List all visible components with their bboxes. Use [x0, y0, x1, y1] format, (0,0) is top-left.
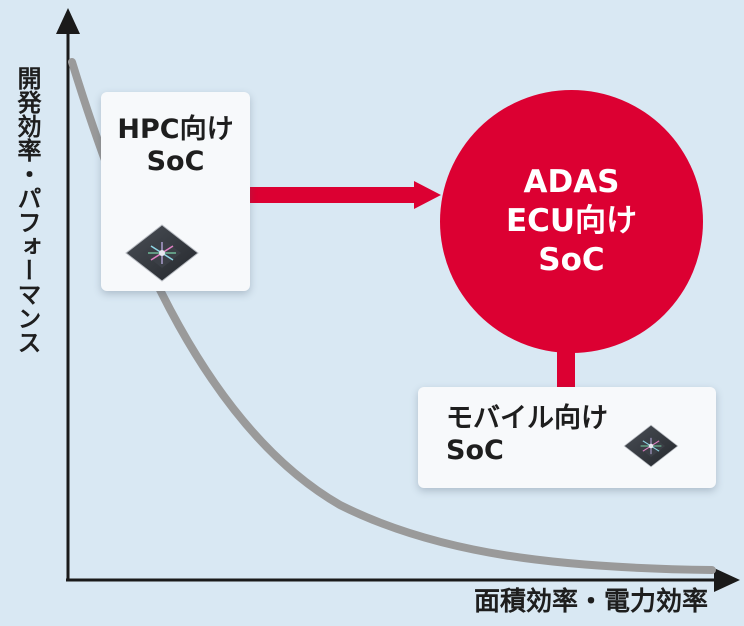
y-axis-label: 開発効率・パフォーマンス: [13, 66, 41, 354]
adas-label-line-3: SoC: [538, 241, 605, 278]
mobile-soc-label-line-1: モバイル向け: [446, 403, 608, 434]
adas-label-line-1: ADAS: [523, 164, 620, 201]
hpc-soc-card: HPC向け SoC: [101, 92, 250, 291]
arrow-hpc-to-adas: [250, 181, 441, 209]
chip-icon: [623, 424, 679, 468]
adas-ecu-soc-circle: ADAS ECU向け SoC: [440, 90, 703, 353]
mobile-soc-card: モバイル向け SoC: [418, 387, 716, 488]
x-axis-label: 面積効率・電力効率: [473, 587, 708, 617]
hpc-soc-label-line-1: HPC向け: [117, 114, 234, 145]
adas-ecu-soc-label: ADAS ECU向け SoC: [506, 163, 637, 279]
x-axis: [66, 568, 740, 592]
mobile-soc-label-line-2: SoC: [446, 435, 504, 467]
hpc-soc-label-line-2: SoC: [146, 146, 205, 178]
y-axis: [56, 8, 80, 580]
mobile-soc-label: モバイル向け SoC: [446, 403, 608, 468]
adas-label-line-2: ECU向け: [505, 203, 638, 240]
chip-icon: [125, 224, 199, 282]
hpc-soc-label: HPC向け SoC: [107, 114, 244, 179]
